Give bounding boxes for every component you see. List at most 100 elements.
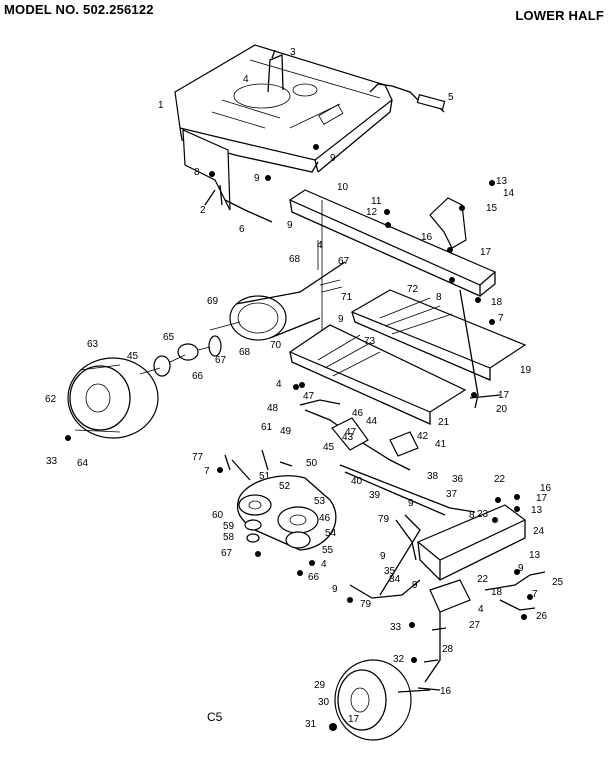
- callout-17: 17: [536, 493, 548, 504]
- callout-4: 4: [317, 240, 323, 251]
- callout-33: 33: [46, 456, 58, 467]
- callout-1: 1: [158, 100, 164, 111]
- transaxle: [209, 261, 346, 341]
- callout-11: 11: [371, 196, 382, 207]
- callout-15: 15: [486, 203, 498, 214]
- callout-62: 62: [45, 394, 57, 405]
- callout-40: 40: [351, 476, 363, 487]
- callout-55: 55: [322, 545, 334, 556]
- callout-64: 64: [77, 458, 89, 469]
- callout-67: 67: [215, 355, 227, 366]
- rear-wheel: [67, 357, 159, 439]
- callout-6: 6: [239, 224, 245, 235]
- hardware-fasteners: [65, 144, 533, 731]
- callout-8: 8: [436, 292, 442, 303]
- section-title: LOWER HALF: [515, 8, 604, 23]
- callout-16: 16: [421, 232, 433, 243]
- callout-21: 21: [438, 417, 450, 428]
- callout-43: 43: [342, 432, 354, 443]
- callout-68: 68: [239, 347, 251, 358]
- callout-39: 39: [369, 490, 381, 501]
- callout-45: 45: [323, 442, 335, 453]
- callout-9: 9: [332, 584, 338, 595]
- callout-8: 8: [194, 167, 200, 178]
- deck-plate-left: [288, 324, 467, 426]
- callout-26: 26: [536, 611, 548, 622]
- callout-36: 36: [452, 474, 464, 485]
- callout-13: 13: [531, 505, 543, 516]
- callout-18: 18: [491, 587, 503, 598]
- callout-66: 66: [192, 371, 204, 382]
- callout-35: 35: [384, 566, 396, 577]
- callout-70: 70: [270, 340, 282, 351]
- callout-60: 60: [212, 510, 224, 521]
- frame-rail: [288, 189, 497, 298]
- pulley-left: [238, 494, 272, 516]
- callout-37: 37: [446, 489, 458, 500]
- callout-34: 34: [389, 574, 401, 585]
- callout-4: 4: [321, 559, 327, 570]
- callout-52: 52: [279, 481, 291, 492]
- callout-54: 54: [325, 528, 337, 539]
- callout-12: 12: [366, 207, 378, 218]
- callout-23: 23: [477, 509, 489, 520]
- callout-19: 19: [520, 365, 532, 376]
- drive-belt: [236, 475, 337, 551]
- callout-20: 20: [496, 404, 508, 415]
- chassis-side-wall: [182, 129, 231, 211]
- callout-9: 9: [287, 220, 293, 231]
- callout-67: 67: [221, 548, 233, 559]
- callout-16: 16: [540, 483, 552, 494]
- callout-46: 46: [352, 408, 364, 419]
- callout-5: 5: [448, 92, 454, 103]
- tie-rod: [349, 579, 421, 599]
- pulley-right: [277, 506, 319, 534]
- callout-41: 41: [435, 439, 447, 450]
- callout-67: 67: [338, 256, 350, 267]
- callout-4: 4: [478, 604, 484, 615]
- chassis-top-plate: [174, 44, 393, 173]
- callout-65: 65: [163, 332, 175, 343]
- callout-7: 7: [498, 313, 504, 324]
- callout-50: 50: [306, 458, 318, 469]
- callout-10: 10: [337, 182, 349, 193]
- callout-48: 48: [267, 403, 279, 414]
- callout-9: 9: [338, 314, 344, 325]
- callout-9: 9: [254, 173, 260, 184]
- callout-66: 66: [308, 572, 320, 583]
- callout-31: 31: [305, 719, 317, 730]
- callout-8: 8: [469, 510, 475, 521]
- deck-plate-right: [350, 289, 527, 381]
- model-number: MODEL NO. 502.256122: [4, 2, 154, 17]
- front-axle-frame: [416, 504, 527, 581]
- callout-25: 25: [552, 577, 564, 588]
- callout-13: 13: [529, 550, 541, 561]
- callout-68: 68: [289, 254, 301, 265]
- callout-13: 13: [496, 176, 508, 187]
- callout-47: 47: [345, 427, 357, 438]
- callout-46: 46: [319, 513, 331, 524]
- callout-29: 29: [314, 680, 326, 691]
- callout-63: 63: [87, 339, 99, 350]
- callout-2: 2: [200, 205, 206, 216]
- callout-32: 32: [393, 654, 405, 665]
- callout-58: 58: [223, 532, 235, 543]
- callout-71: 71: [341, 292, 353, 303]
- callout-45: 45: [127, 351, 139, 362]
- callout-79: 79: [378, 514, 390, 525]
- callout-72: 72: [407, 284, 419, 295]
- callout-47: 47: [303, 391, 315, 402]
- support-bracket: [429, 197, 467, 249]
- callout-4: 4: [243, 74, 249, 85]
- callout-77: 77: [192, 452, 204, 463]
- callout-59: 59: [223, 521, 235, 532]
- callout-22: 22: [494, 474, 506, 485]
- callout-18: 18: [491, 297, 503, 308]
- callout-7: 7: [532, 589, 538, 600]
- callout-49: 49: [280, 426, 292, 437]
- callout-30: 30: [318, 697, 330, 708]
- callout-61: 61: [261, 422, 273, 433]
- front-wheel: [334, 659, 412, 741]
